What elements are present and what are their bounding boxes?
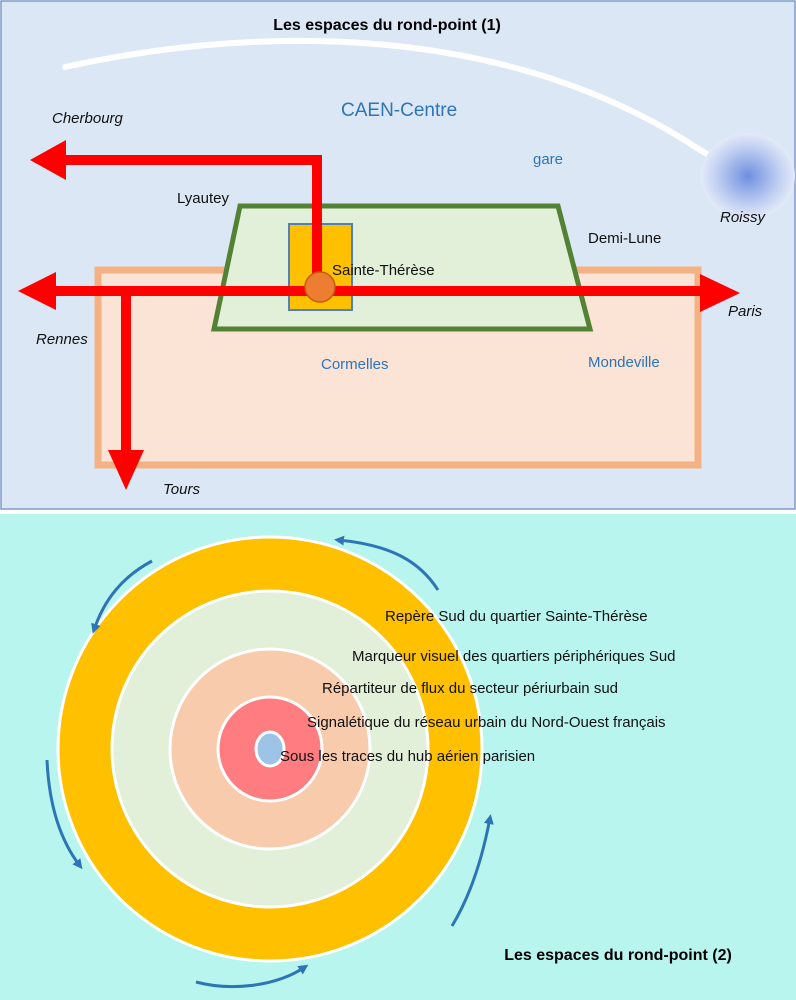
rotation-arrow-left-top [91,559,153,634]
label-roissy: Roissy [720,209,767,226]
rotation-arrow-top [334,535,440,591]
roundabout [304,271,336,303]
label-mondeville: Mondeville [588,354,660,371]
roissy-trajectory-arrow [62,37,745,177]
label-cherbourg: Cherbourg [52,110,124,127]
label-demi-lune: Demi-Lune [588,230,661,247]
ring-label-5: Sous les traces du hub aérien parisien [280,748,535,765]
panel-1-title: Les espaces du rond-point (1) [273,17,501,34]
rotation-arrow-right [450,814,494,927]
arrowhead-rennes [18,272,56,310]
label-tours: Tours [163,481,200,498]
concentric-rings [56,535,484,963]
flow-arrows [18,140,740,490]
panel-2-title: Les espaces du rond-point (2) [504,947,732,964]
arrow-to-cherbourg [60,155,322,290]
roissy-circle [701,133,795,219]
panel-1: Les espaces du rond-point (1) CAEN-C [0,0,796,510]
arrowhead-tours [108,450,144,490]
ring-label-1: Repère Sud du quartier Sainte-Thérèse [385,608,648,625]
rotation-arrow-bottom [195,964,309,989]
label-paris: Paris [728,303,763,320]
rotation-arrow-left-bottom [45,759,83,870]
label-lyautey: Lyautey [177,190,229,207]
ring-label-2: Marqueur visuel des quartiers périphériq… [352,648,676,665]
label-gare: gare [533,151,563,168]
label-sainte-therese: Sainte-Thérèse [332,262,435,279]
panel-2: Repère Sud du quartier Sainte-Thérèse Ma… [0,514,796,1000]
ring-label-3: Répartiteur de flux du secteur périurbai… [322,680,618,697]
ring-core [254,730,286,768]
rotation-arrows [45,535,494,989]
arrowhead-cherbourg [30,140,66,180]
label-rennes: Rennes [36,331,88,348]
ring-label-4: Signalétique du réseau urbain du Nord-Ou… [307,714,666,731]
label-caen-centre: CAEN-Centre [341,100,457,121]
label-cormelles: Cormelles [321,356,389,373]
arrowhead-paris [700,274,740,312]
